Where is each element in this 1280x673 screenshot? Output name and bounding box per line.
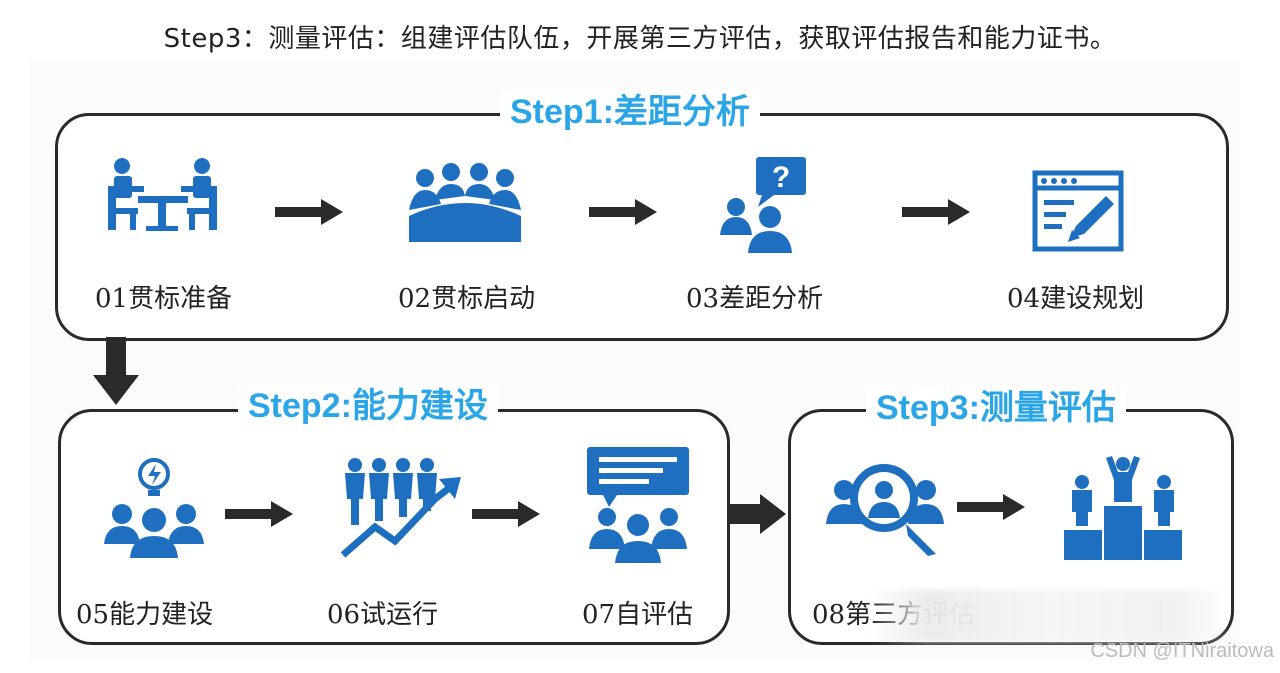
arrow-06-07 [472,501,540,527]
search-team-icon [826,464,944,556]
stage1-title: Step1:差距分析 [500,90,760,134]
step-label-03: 03差距分析 [686,284,824,314]
question-people-icon: ? [720,157,806,253]
step-label-06: 06试运行 [327,600,439,630]
arrow-03-04 [902,199,970,225]
caption: Step3：测量评估：组建评估队伍，开展第三方评估，获取评估报告和能力证书。 [163,24,1117,54]
arrow-stage1-stage2 [93,337,139,405]
group-meeting-icon [409,163,521,242]
svg-text:?: ? [772,161,790,194]
step-label-07: 07自评估 [582,600,694,630]
stage3-title: Step3:测量评估 [866,386,1126,430]
podium-winners-icon [1064,456,1182,560]
growth-team-icon [340,458,461,558]
stage2-title: Step2:能力建设 [238,384,498,428]
arrow-05-06 [225,501,293,527]
idea-team-icon [104,458,204,558]
meeting-table-icon [108,158,217,231]
watermark: CSDN @ITNiraitowa [1090,640,1274,662]
arrow-01-02 [275,199,343,225]
plan-document-icon [1032,170,1124,252]
step-label-05: 05能力建设 [76,600,214,630]
feedback-team-icon [587,447,689,563]
arrow-02-03 [589,199,657,225]
blurred-overlay [870,590,1230,642]
step-label-02: 02贯标启动 [398,284,536,314]
arrow-08-09 [957,494,1025,520]
step-label-01: 01贯标准备 [95,284,233,314]
step-label-04: 04建设规划 [1007,284,1145,314]
arrow-stage2-stage3 [728,494,786,534]
